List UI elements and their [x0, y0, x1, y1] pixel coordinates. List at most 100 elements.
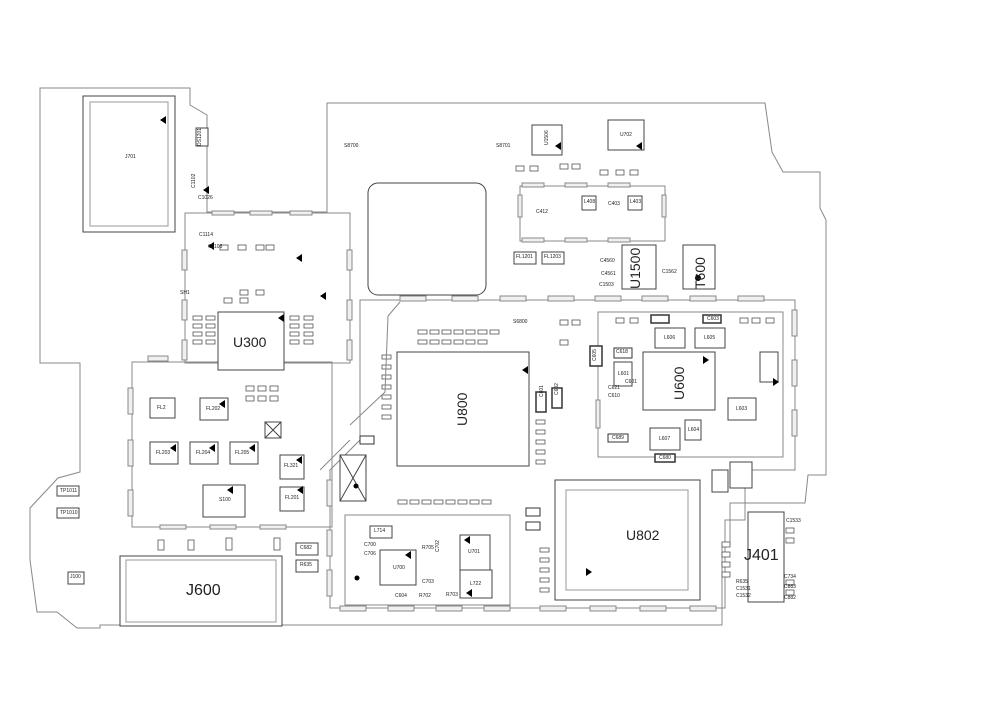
comp-R635	[295, 559, 319, 573]
comp-C804	[359, 435, 375, 445]
label-C1532: C1531	[736, 586, 751, 592]
chip-U300	[217, 311, 285, 371]
label-C4561: C4561	[601, 271, 616, 277]
label-R702: C604	[395, 593, 407, 599]
comp-J401-side	[729, 461, 753, 489]
label-J600: J600	[186, 582, 221, 599]
chip-S100	[202, 484, 246, 518]
label-C883: C734	[784, 574, 796, 580]
label-FL202: FL202	[206, 406, 221, 412]
label-TP1011: TP1011	[60, 488, 78, 494]
chip-L722	[459, 569, 493, 599]
chip-J401	[747, 511, 785, 603]
comp-L403	[627, 195, 643, 211]
label-C1103: C1103	[208, 244, 223, 250]
label-U1500: U1500	[627, 247, 643, 289]
label-C603: C602	[554, 383, 560, 395]
comp-L408	[581, 195, 597, 211]
label-U800: U800	[454, 392, 470, 426]
passives-cluster	[157, 163, 795, 596]
chip-U1506	[531, 124, 563, 156]
label-U701: U701	[468, 549, 480, 555]
label-C4560: C4560	[600, 258, 615, 264]
chip-U1500	[621, 244, 657, 290]
chip-U800	[396, 351, 530, 467]
label-S100: S100	[219, 497, 231, 503]
label-C701: R703	[446, 592, 458, 598]
comp-C680	[702, 314, 722, 324]
label-L722: L722	[470, 581, 482, 587]
label-J401: J401	[744, 547, 779, 564]
comp-U1506-pad	[711, 469, 729, 493]
comp-C603	[551, 387, 563, 409]
shield-pads	[127, 182, 798, 612]
label-T600: T600	[692, 257, 708, 289]
label-C1562: C1562	[662, 269, 677, 275]
label-C610: C621	[608, 385, 620, 391]
label-L607: L607	[659, 436, 671, 442]
connector-J701-inner	[89, 101, 169, 227]
comp-C706b	[525, 521, 541, 531]
comp-FL1203	[541, 251, 565, 265]
label-L408: L408	[584, 199, 596, 205]
label-C604: C605	[592, 349, 598, 361]
label-FL205: FL205	[235, 450, 250, 456]
chip-U802	[554, 479, 701, 601]
label-U702: U702	[620, 132, 632, 138]
label-J100: J100	[70, 574, 81, 580]
label-U700: U700	[393, 565, 405, 571]
comp-C742	[759, 351, 779, 383]
label-S8701: S8701	[496, 143, 511, 149]
fiducial-1	[353, 483, 359, 489]
inductor-L604	[684, 419, 702, 441]
comp-J100	[67, 571, 85, 585]
filter-FL2	[149, 397, 176, 419]
label-C882: C883	[784, 584, 796, 590]
inductor-L603	[727, 397, 757, 421]
label-C601: C601	[625, 379, 637, 385]
label-J701: J701	[125, 154, 136, 160]
label-C1114: C1114	[199, 232, 213, 238]
label-FL203: FL203	[156, 450, 171, 456]
label-C602: C601	[539, 385, 545, 397]
fiducial-2	[354, 575, 360, 581]
inductor-L605	[694, 327, 726, 349]
label-C1102: C1102	[191, 173, 197, 188]
label-C618: C618	[616, 349, 628, 355]
label-DS1201: DS1201	[197, 127, 203, 146]
label-L603: L603	[736, 406, 748, 412]
comp-C705	[525, 507, 541, 517]
label-R705: C703	[422, 579, 434, 585]
label-L606: L606	[664, 335, 676, 341]
chip-T600	[682, 244, 716, 290]
connector-J600	[119, 555, 283, 627]
comp-C682	[295, 542, 319, 556]
label-C1503: C1503	[599, 282, 614, 288]
label-FL1201: FL1201	[516, 254, 533, 260]
label-S6800: S6800	[513, 319, 528, 325]
chip-U701	[459, 534, 491, 571]
label-L714: L714	[374, 528, 386, 534]
label-L605: L605	[704, 335, 716, 341]
label-C412: C412	[536, 209, 548, 215]
shield-diagonal-2	[319, 439, 351, 471]
label-FL204: FL204	[196, 450, 211, 456]
pin1-markers	[160, 116, 779, 597]
label-S8700: S8700	[344, 143, 359, 149]
label-U600: U600	[671, 366, 687, 400]
comp-C630	[607, 433, 629, 443]
label-C1533: C1532	[736, 593, 751, 599]
label-U802: U802	[626, 527, 660, 543]
chip-cpu-large	[367, 182, 487, 296]
inductor-L601	[613, 361, 633, 387]
label-C704: R705	[422, 545, 434, 551]
connector-J600-inner	[125, 559, 277, 623]
label-C682: C682	[300, 545, 312, 551]
inductor-L606	[654, 327, 686, 349]
comp-FL1201	[513, 251, 537, 265]
label-U1506: U1506	[544, 130, 550, 145]
shield-U600	[597, 311, 784, 458]
label-FL2: FL2	[157, 405, 166, 411]
